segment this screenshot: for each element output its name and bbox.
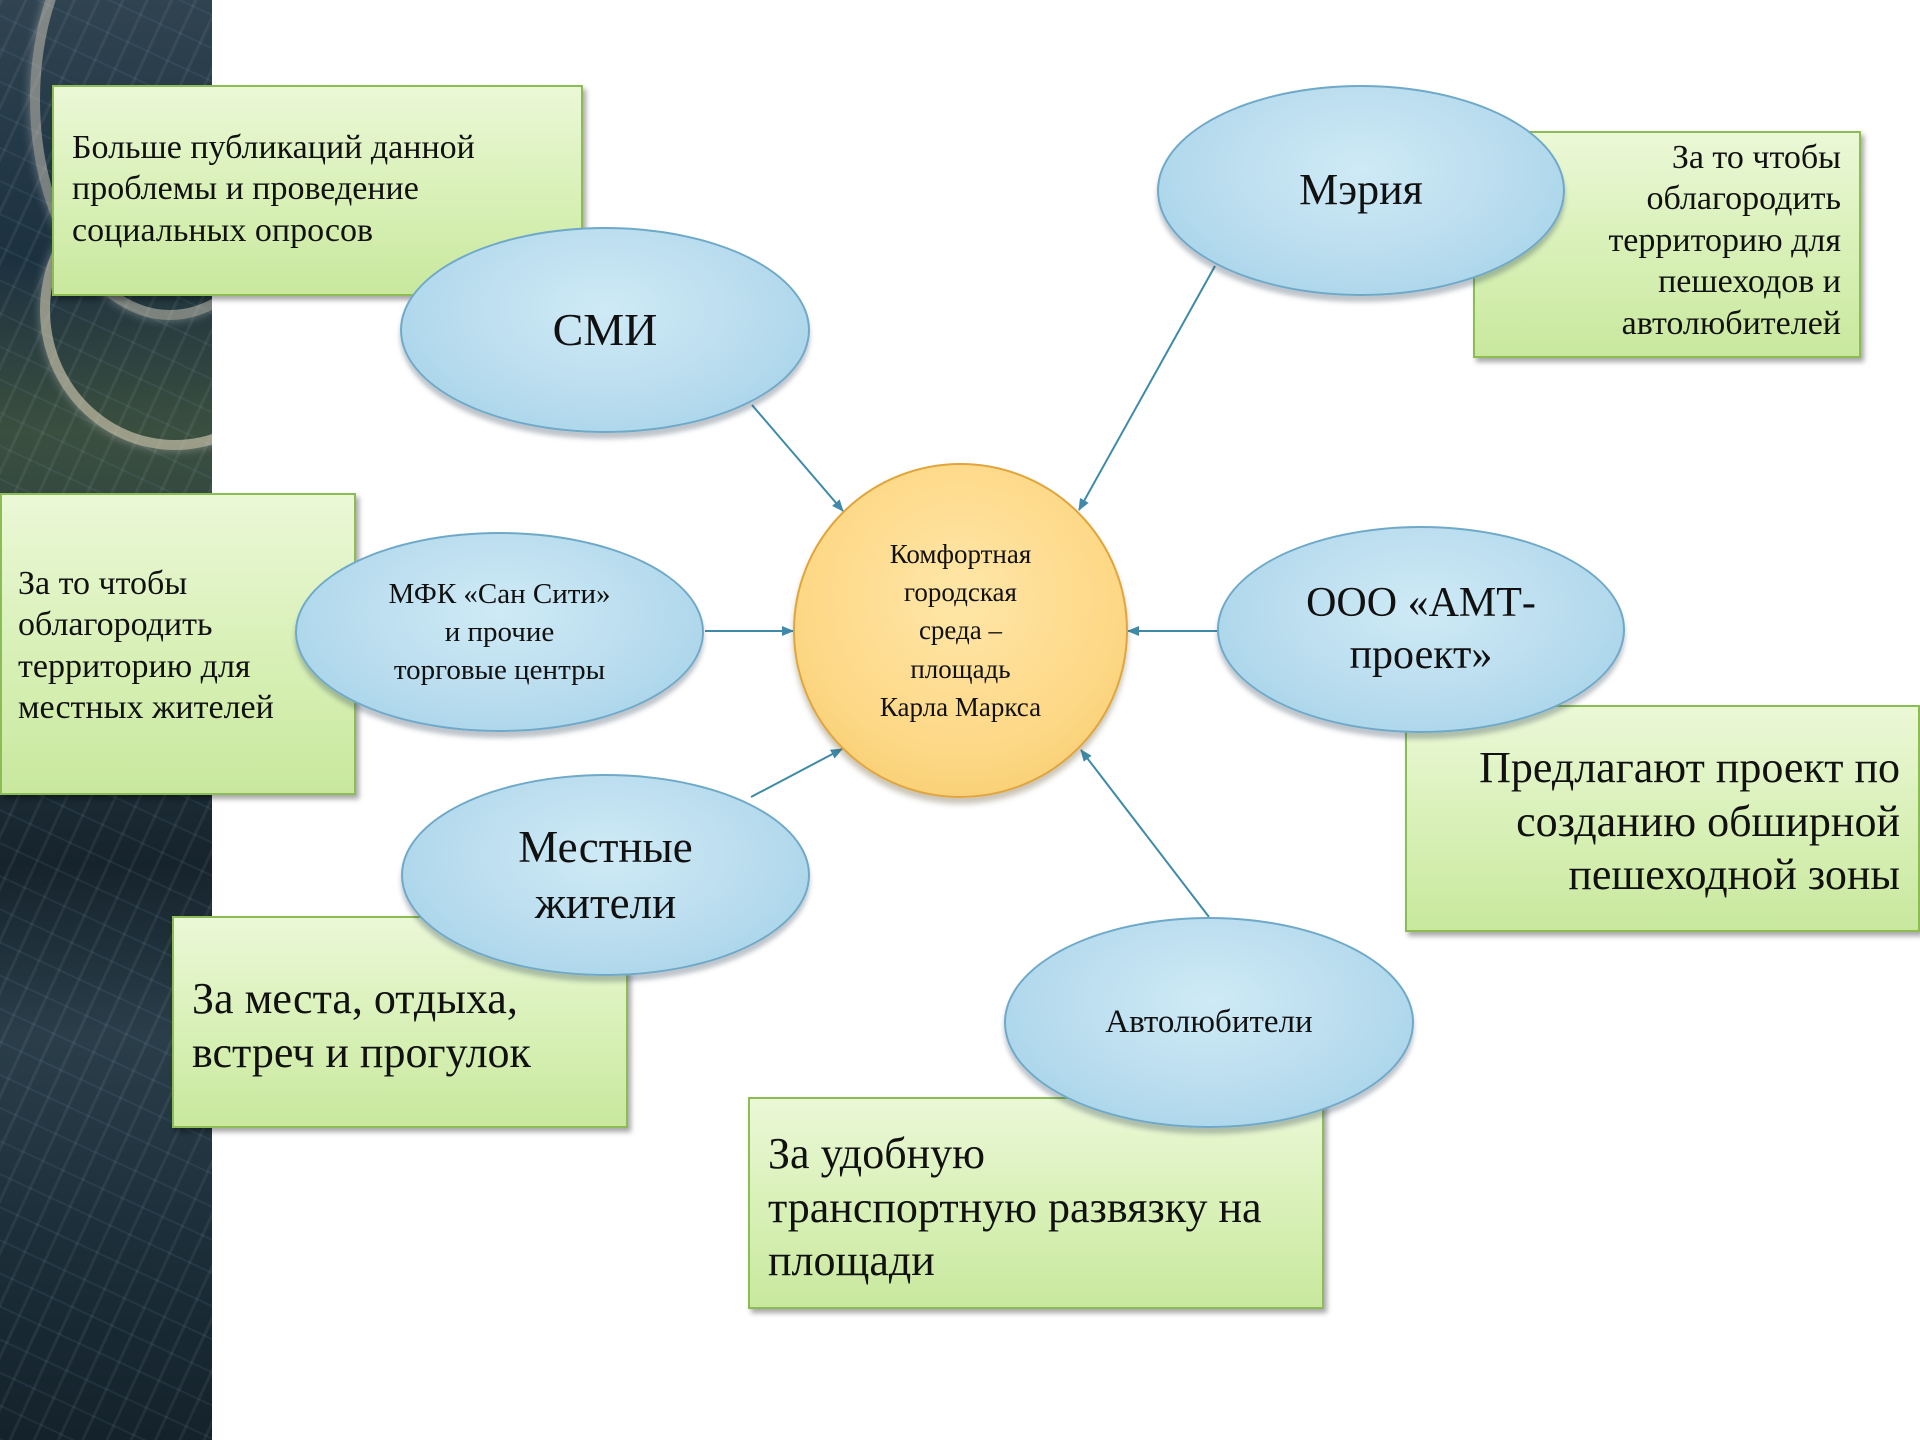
meria-label: Мэрия <box>1299 165 1423 215</box>
amt-ellipse: ООО «АМТ- проект» <box>1217 526 1625 733</box>
amt-note-text: Предлагают проект по созданию обширной п… <box>1479 743 1900 900</box>
center-topic-label: Комфортная городская среда – площадь Кар… <box>879 538 1042 722</box>
smi-note-text: Больше публикаций данной проблемы и пров… <box>72 129 475 249</box>
arrow-meria-to-center <box>1078 265 1216 511</box>
smi-ellipse: СМИ <box>400 227 810 433</box>
amt-note-box: Предлагают проект по созданию обширной п… <box>1405 705 1920 932</box>
residents-note-text: За места, отдыха, встреч и прогулок <box>192 974 531 1077</box>
mfk-note-text: За то чтобы облагородить территорию для … <box>18 565 274 727</box>
arrow-residents-to-center <box>750 748 843 798</box>
drivers-note-text: За удобную транспортную развязку на площ… <box>768 1129 1262 1286</box>
drivers-ellipse: Автолюбители <box>1004 917 1414 1128</box>
drivers-label: Автолюбители <box>1105 1003 1313 1040</box>
drivers-note-box: За удобную транспортную развязку на площ… <box>748 1097 1324 1309</box>
mfk-label: МФК «Сан Сити» и прочие торговые центры <box>388 577 611 687</box>
amt-label: ООО «АМТ- проект» <box>1306 580 1536 678</box>
arrow-drivers-to-center <box>1080 749 1210 918</box>
smi-label: СМИ <box>552 304 658 356</box>
mfk-ellipse: МФК «Сан Сити» и прочие торговые центры <box>295 532 704 732</box>
residents-ellipse: Местные жители <box>401 774 810 976</box>
residents-label: Местные жители <box>518 821 693 928</box>
meria-ellipse: Мэрия <box>1157 85 1565 296</box>
meria-note-text: За то чтобы облагородить территорию для … <box>1608 139 1841 342</box>
center-topic-circle: Комфортная городская среда – площадь Кар… <box>793 463 1128 798</box>
arrow-smi-to-center <box>751 404 844 512</box>
